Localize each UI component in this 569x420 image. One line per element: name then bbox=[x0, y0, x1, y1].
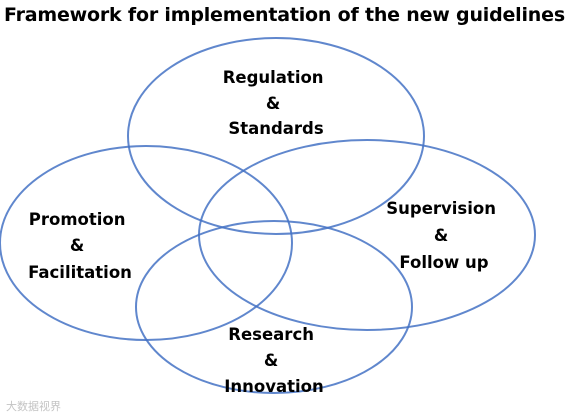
label-research: Research & Innovation bbox=[224, 325, 323, 396]
ellipse-research bbox=[135, 220, 413, 394]
label-supervision: Supervision & Follow up bbox=[386, 199, 502, 272]
ellipse-regulation bbox=[127, 37, 425, 235]
ellipse-supervision bbox=[198, 139, 536, 331]
label-promotion: Promotion & Facilitation bbox=[28, 210, 132, 282]
watermark: 大数据视界 bbox=[6, 400, 61, 413]
label-regulation: Regulation & Standards bbox=[223, 68, 330, 138]
page-title: Framework for implementation of the new … bbox=[4, 4, 565, 26]
ellipse-promotion bbox=[0, 145, 293, 341]
